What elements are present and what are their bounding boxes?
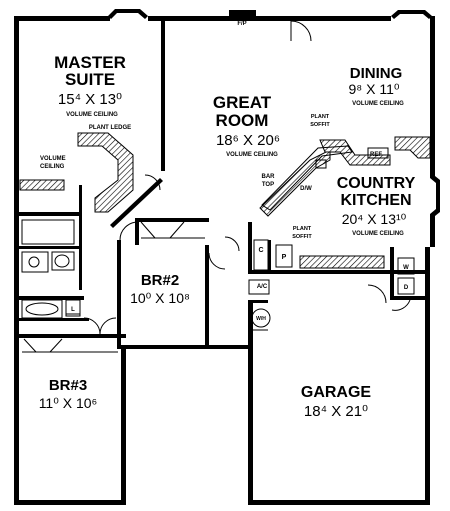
svg-text:MASTER: MASTER (54, 53, 126, 72)
water-heater-label: W/H (256, 316, 266, 322)
svg-text:PLANT: PLANT (311, 114, 330, 120)
svg-text:ROOM: ROOM (216, 111, 269, 130)
door-swings (83, 20, 411, 335)
svg-text:PLANT: PLANT (293, 226, 312, 232)
plant-soffit-label-lower: PLANT SOFFIT (292, 226, 312, 240)
svg-text:20⁴ X 13¹⁰: 20⁴ X 13¹⁰ (342, 211, 407, 227)
svg-text:BR#3: BR#3 (49, 377, 87, 394)
svg-text:VOLUME CEILING: VOLUME CEILING (352, 101, 404, 107)
svg-text:SOFFIT: SOFFIT (310, 122, 330, 128)
svg-text:18⁴ X 21⁰: 18⁴ X 21⁰ (304, 403, 368, 420)
interior-walls (19, 21, 430, 349)
svg-text:SOFFIT: SOFFIT (292, 234, 312, 240)
svg-text:OPT: OPT (236, 14, 249, 20)
washer-label: W (403, 265, 409, 271)
svg-text:VOLUME CEILING: VOLUME CEILING (352, 231, 404, 237)
svg-text:CEILING: CEILING (40, 164, 65, 170)
svg-text:18⁶ X 20⁶: 18⁶ X 20⁶ (216, 132, 280, 149)
svg-text:15⁴ X 13⁰: 15⁴ X 13⁰ (58, 91, 122, 108)
bar-top-label: BAR TOP (262, 174, 276, 188)
svg-text:F/P: F/P (237, 21, 246, 27)
pantry-label: P (282, 254, 287, 261)
master-suite-label: MASTER SUITE 15⁴ X 13⁰ VOLUME CEILING PL… (54, 53, 131, 131)
br3-label: BR#3 11⁰ X 10⁶ (39, 377, 98, 411)
linen-label: L (71, 307, 75, 313)
svg-text:VOLUME CEILING: VOLUME CEILING (66, 112, 118, 118)
svg-text:GREAT: GREAT (213, 93, 272, 112)
dishwasher-label: D/W (300, 186, 312, 192)
closet-c-label: C (258, 247, 263, 254)
ref-label: REF (370, 152, 382, 158)
svg-text:VOLUME CEILING: VOLUME CEILING (226, 152, 278, 158)
svg-text:VOLUME: VOLUME (40, 156, 66, 162)
fixtures (19, 132, 431, 353)
country-kitchen-label: COUNTRY KITCHEN 20⁴ X 13¹⁰ VOLUME CEILIN… (337, 175, 416, 237)
svg-text:BAR: BAR (262, 174, 276, 180)
dining-label: DINING 9⁸ X 11⁰ VOLUME CEILING (349, 65, 405, 107)
dryer-label: D (404, 285, 409, 291)
svg-text:KITCHEN: KITCHEN (340, 192, 411, 209)
fireplace-label: OPT F/P (236, 14, 249, 27)
svg-text:SUITE: SUITE (65, 70, 115, 89)
svg-text:PLANT LEDGE: PLANT LEDGE (89, 125, 131, 131)
svg-text:10⁰ X 10⁸: 10⁰ X 10⁸ (130, 290, 190, 306)
master-volume-label: VOLUME CEILING (40, 156, 66, 170)
svg-text:DINING: DINING (350, 65, 403, 82)
ac-label: A/C (257, 284, 268, 290)
svg-text:11⁰ X 10⁶: 11⁰ X 10⁶ (39, 395, 98, 411)
exterior-walls (14, 9, 440, 505)
svg-text:COUNTRY: COUNTRY (337, 175, 416, 192)
garage-label: GARAGE 18⁴ X 21⁰ (301, 384, 372, 420)
svg-text:GARAGE: GARAGE (301, 384, 372, 401)
svg-text:BR#2: BR#2 (141, 272, 179, 289)
br2-label: BR#2 10⁰ X 10⁸ (130, 272, 190, 306)
svg-text:TOP: TOP (262, 182, 274, 188)
svg-text:9⁸ X 11⁰: 9⁸ X 11⁰ (349, 81, 400, 97)
great-room-label: GREAT ROOM 18⁶ X 20⁶ VOLUME CEILING (213, 93, 280, 158)
plant-soffit-label-upper: PLANT SOFFIT (310, 114, 330, 128)
